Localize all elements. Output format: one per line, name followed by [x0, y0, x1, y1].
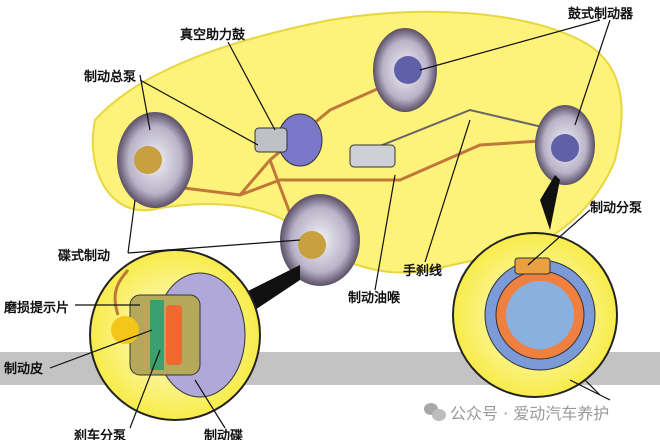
watermark: 公众号 · 爱动汽车养护	[424, 400, 609, 424]
drum-brake-detail	[452, 232, 618, 398]
label-disc-brake: 碟式制动	[58, 249, 111, 264]
label-drum-brake: 鼓式制动器	[568, 7, 634, 22]
wheel-rear-right	[535, 105, 595, 185]
detail-connector	[540, 175, 560, 230]
watermark-text: 公众号 · 爱动汽车养护	[450, 404, 610, 423]
car-body	[91, 10, 623, 274]
wheel-rear-left	[373, 28, 437, 112]
label-brake-disc: 制动碟	[204, 429, 244, 440]
label-handbrake-cable: 手刹线	[403, 264, 443, 279]
wheel-front-right	[280, 194, 360, 286]
handbrake-lever	[349, 144, 396, 168]
label-vacuum-booster: 真空助力鼓	[180, 28, 246, 43]
disc-brake-detail	[89, 249, 261, 421]
label-wear-indicator: 磨损提示片	[4, 301, 70, 316]
leader-lines	[49, 19, 611, 429]
label-master-cylinder: 制动总泵	[84, 70, 137, 85]
label-brake-pad: 制动皮	[4, 362, 44, 377]
label-caliper-cylinder: 刹车分泵	[74, 429, 127, 440]
wheel-front-left	[117, 112, 193, 208]
label-wheel-cylinder: 制动分泵	[590, 201, 643, 216]
handbrake-cable	[369, 108, 556, 151]
wechat-icon	[424, 403, 446, 421]
label-brake-hose: 制动油喉	[348, 291, 401, 306]
master-cylinder	[254, 127, 288, 153]
